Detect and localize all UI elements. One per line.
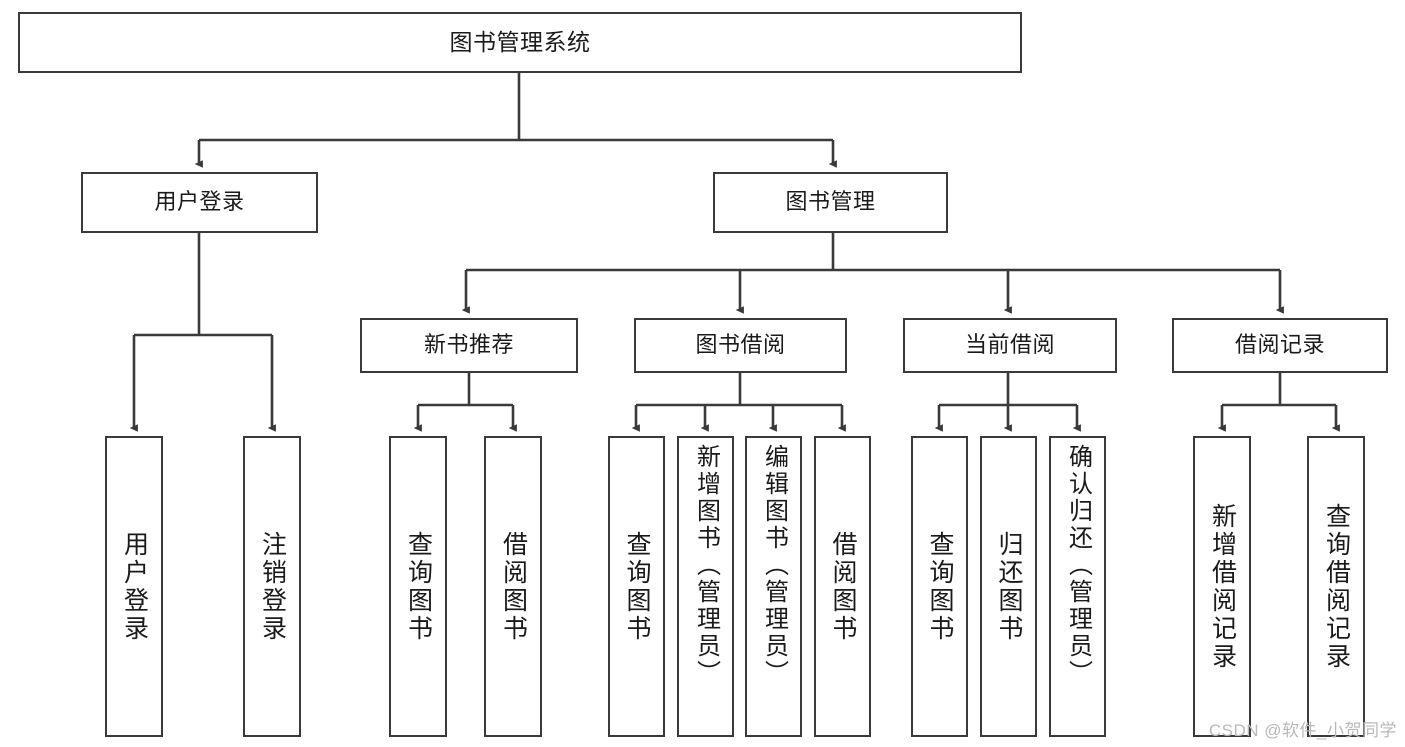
node-book-manage-label: 图书管理	[785, 189, 876, 215]
leaf-record-add[interactable]: 新增借阅记录	[1193, 436, 1251, 737]
leaf-current-query-book[interactable]: 查询图书	[911, 436, 968, 737]
leaf-current-query-book-label: 查询图书	[926, 530, 954, 643]
node-user-login-label: 用户登录	[154, 189, 245, 215]
leaf-current-confirm-return-admin-label: 确认归还（管理员）	[1064, 444, 1092, 687]
leaf-record-add-label: 新增借阅记录	[1208, 502, 1237, 671]
node-borrow-record-label: 借阅记录	[1234, 332, 1325, 358]
node-book-borrow-label: 图书借阅	[695, 332, 786, 358]
leaf-recommend-query-book-label: 查询图书	[404, 530, 433, 643]
node-book-manage[interactable]: 图书管理	[713, 172, 948, 233]
leaf-logout-label: 注销登录	[258, 530, 287, 643]
node-borrow-record[interactable]: 借阅记录	[1172, 318, 1388, 373]
leaf-borrow-borrow-book[interactable]: 借阅图书	[814, 436, 871, 737]
node-root-system[interactable]: 图书管理系统	[18, 12, 1022, 73]
leaf-borrow-query-book[interactable]: 查询图书	[608, 436, 665, 737]
leaf-record-query[interactable]: 查询借阅记录	[1307, 436, 1365, 737]
node-book-borrow[interactable]: 图书借阅	[634, 318, 847, 373]
leaf-borrow-edit-book-admin-label: 编辑图书（管理员）	[760, 444, 788, 687]
leaf-borrow-add-book-admin[interactable]: 新增图书（管理员）	[677, 436, 734, 737]
leaf-recommend-query-book[interactable]: 查询图书	[389, 436, 447, 737]
leaf-borrow-borrow-book-label: 借阅图书	[829, 530, 857, 643]
leaf-current-return-book-label: 归还图书	[995, 530, 1023, 643]
leaf-current-confirm-return-admin[interactable]: 确认归还（管理员）	[1049, 436, 1106, 737]
leaf-recommend-borrow-book[interactable]: 借阅图书	[484, 436, 542, 737]
leaf-user-login-label: 用户登录	[120, 530, 149, 643]
leaf-user-login[interactable]: 用户登录	[105, 436, 163, 737]
node-current-borrow[interactable]: 当前借阅	[903, 318, 1117, 373]
leaf-recommend-borrow-book-label: 借阅图书	[499, 530, 528, 643]
leaf-record-query-label: 查询借阅记录	[1322, 502, 1351, 671]
node-new-book-recommend[interactable]: 新书推荐	[360, 318, 578, 373]
node-user-login[interactable]: 用户登录	[81, 172, 318, 233]
leaf-logout[interactable]: 注销登录	[243, 436, 301, 737]
leaf-borrow-add-book-admin-label: 新增图书（管理员）	[692, 444, 720, 687]
leaf-borrow-query-book-label: 查询图书	[623, 530, 651, 643]
leaf-current-return-book[interactable]: 归还图书	[980, 436, 1037, 737]
node-new-book-recommend-label: 新书推荐	[423, 332, 514, 358]
node-root-system-label: 图书管理系统	[449, 28, 591, 55]
node-current-borrow-label: 当前借阅	[964, 332, 1055, 358]
csdn-watermark: CSDN @软件_小贺同学	[1208, 721, 1397, 740]
leaf-borrow-edit-book-admin[interactable]: 编辑图书（管理员）	[745, 436, 802, 737]
